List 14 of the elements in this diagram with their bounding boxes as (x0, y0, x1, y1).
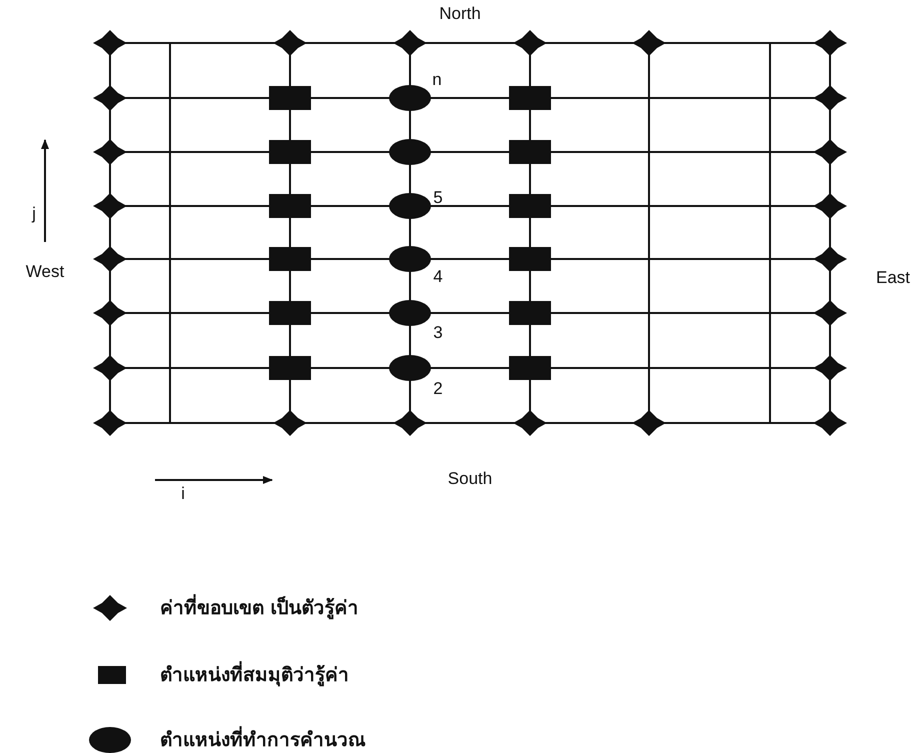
index-label: 3 (433, 323, 443, 343)
direction-label: East (876, 268, 910, 288)
index-label: n (432, 70, 442, 90)
index-label: 4 (433, 267, 443, 287)
axis-label: i (181, 484, 185, 504)
legend-label: ตำแหน่งที่สมมุติว่ารู้ค่า (160, 662, 349, 688)
legend-label: ตำแหน่งที่ทำการคำนวณ (160, 727, 366, 753)
direction-label: South (448, 469, 492, 489)
direction-label: North (439, 4, 481, 24)
axis-label: j (32, 204, 36, 224)
direction-label: West (26, 262, 64, 282)
index-label: 5 (433, 188, 443, 208)
index-label: 2 (433, 379, 443, 399)
legend-label: ค่าที่ขอบเขต เป็นตัวรู้ค่า (160, 595, 359, 621)
